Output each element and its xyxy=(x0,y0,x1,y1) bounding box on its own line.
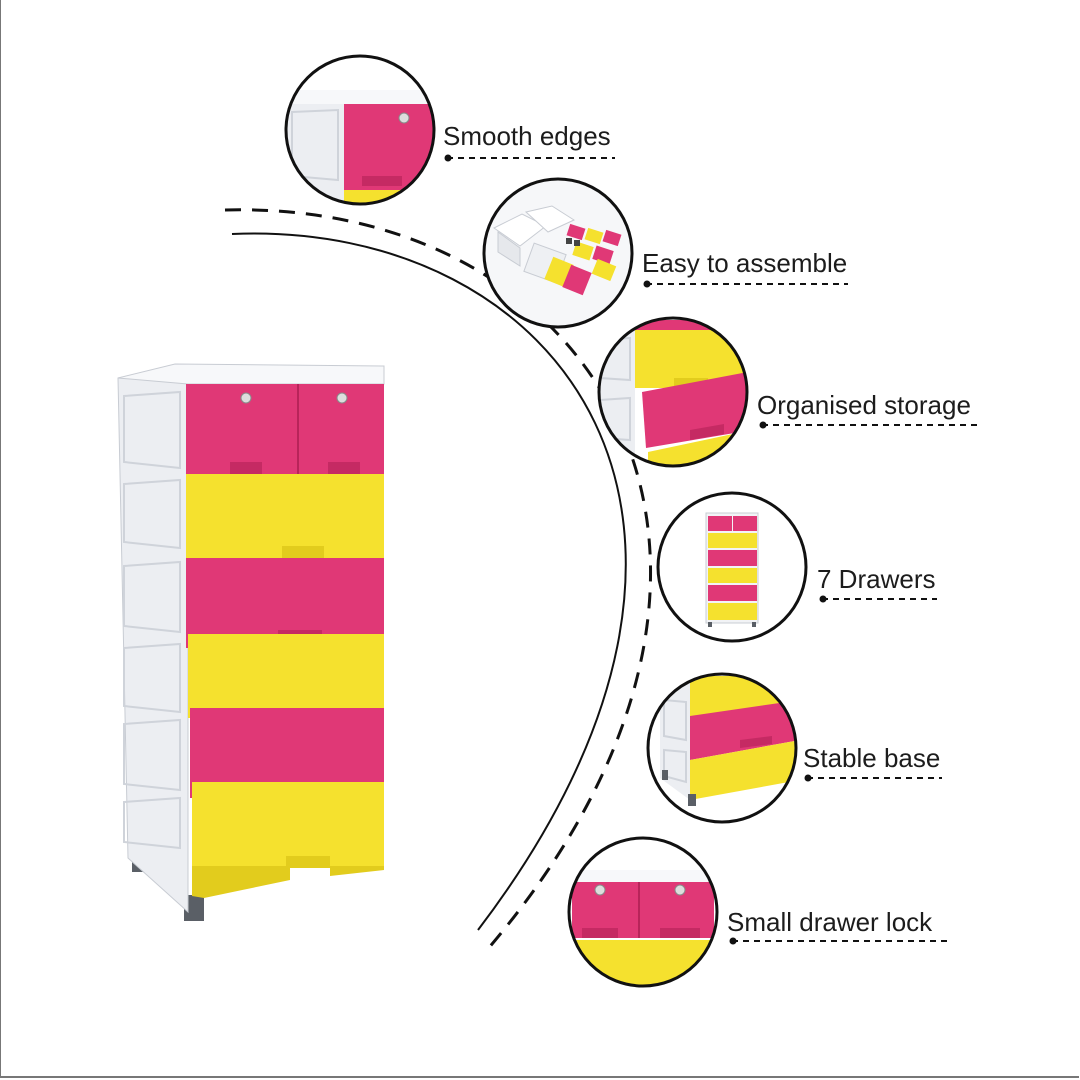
feature-label-easy-to-assemble: Easy to assemble xyxy=(642,248,848,278)
feature-label-organised-storage: Organised storage xyxy=(757,390,971,420)
feature-label-small-drawer-lock: Small drawer lock xyxy=(727,907,933,937)
drawer-stack-detail xyxy=(597,316,749,468)
base-legs-detail xyxy=(646,672,798,824)
smooth-edges-detail xyxy=(284,54,436,206)
dashed-arc xyxy=(224,208,652,951)
drawer-lock-detail xyxy=(567,836,719,988)
drawer-cabinet xyxy=(117,363,385,921)
full-cabinet-thumbnail xyxy=(656,491,808,643)
feature-label-7-drawers: 7 Drawers xyxy=(817,564,936,594)
feature-label-smooth-edges: Smooth edges xyxy=(443,121,611,151)
assembly-parts xyxy=(482,177,634,329)
solid-arc xyxy=(231,232,627,931)
feature-label-stable-base: Stable base xyxy=(803,743,941,773)
label-pointer-dots xyxy=(444,154,827,945)
label-pointers xyxy=(447,157,977,942)
